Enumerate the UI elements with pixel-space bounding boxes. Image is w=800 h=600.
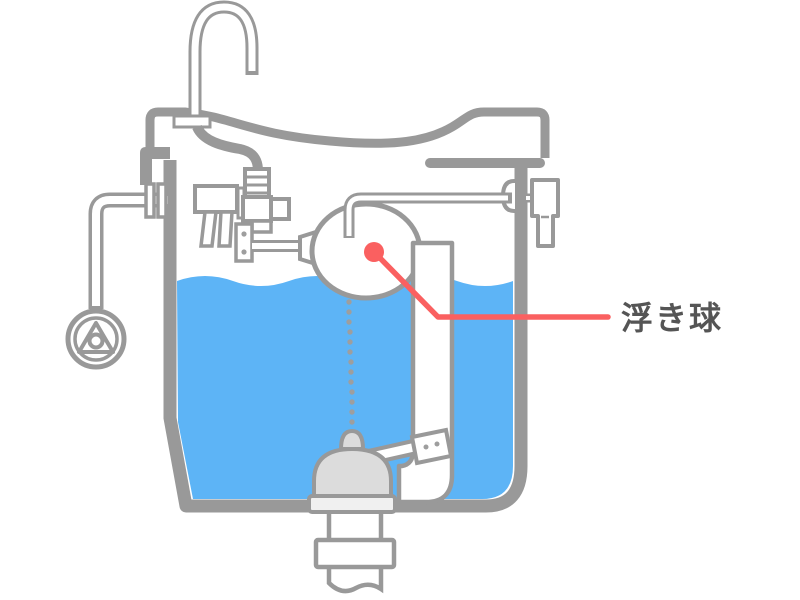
flapper-chain <box>346 299 355 425</box>
tank-lid <box>145 107 550 168</box>
shutoff-valve-wheel <box>65 308 127 370</box>
water-supply-pipe <box>65 182 172 370</box>
flapper-dome <box>312 446 393 500</box>
fill-valve <box>193 167 318 267</box>
pipe-flange <box>144 182 156 219</box>
flapper-knob <box>338 428 366 451</box>
label-pointer-line <box>374 252 611 320</box>
flush-handle <box>343 172 560 252</box>
flush-flapper <box>307 427 454 514</box>
label-pointer-dot <box>364 242 384 262</box>
outlet-pipe <box>313 502 397 594</box>
float-arm <box>234 222 318 267</box>
label-pointer <box>364 242 611 320</box>
float-ball-label: 浮き球 <box>621 300 723 336</box>
flapper-hinge-plate <box>409 427 454 466</box>
handle-body <box>530 178 560 248</box>
refill-hose <box>192 124 263 172</box>
hand-wash-faucet <box>172 0 263 172</box>
pipe-flange <box>156 182 168 219</box>
flapper-base <box>307 494 397 514</box>
faucet-base <box>172 114 212 129</box>
tank-lip-step <box>140 147 170 185</box>
